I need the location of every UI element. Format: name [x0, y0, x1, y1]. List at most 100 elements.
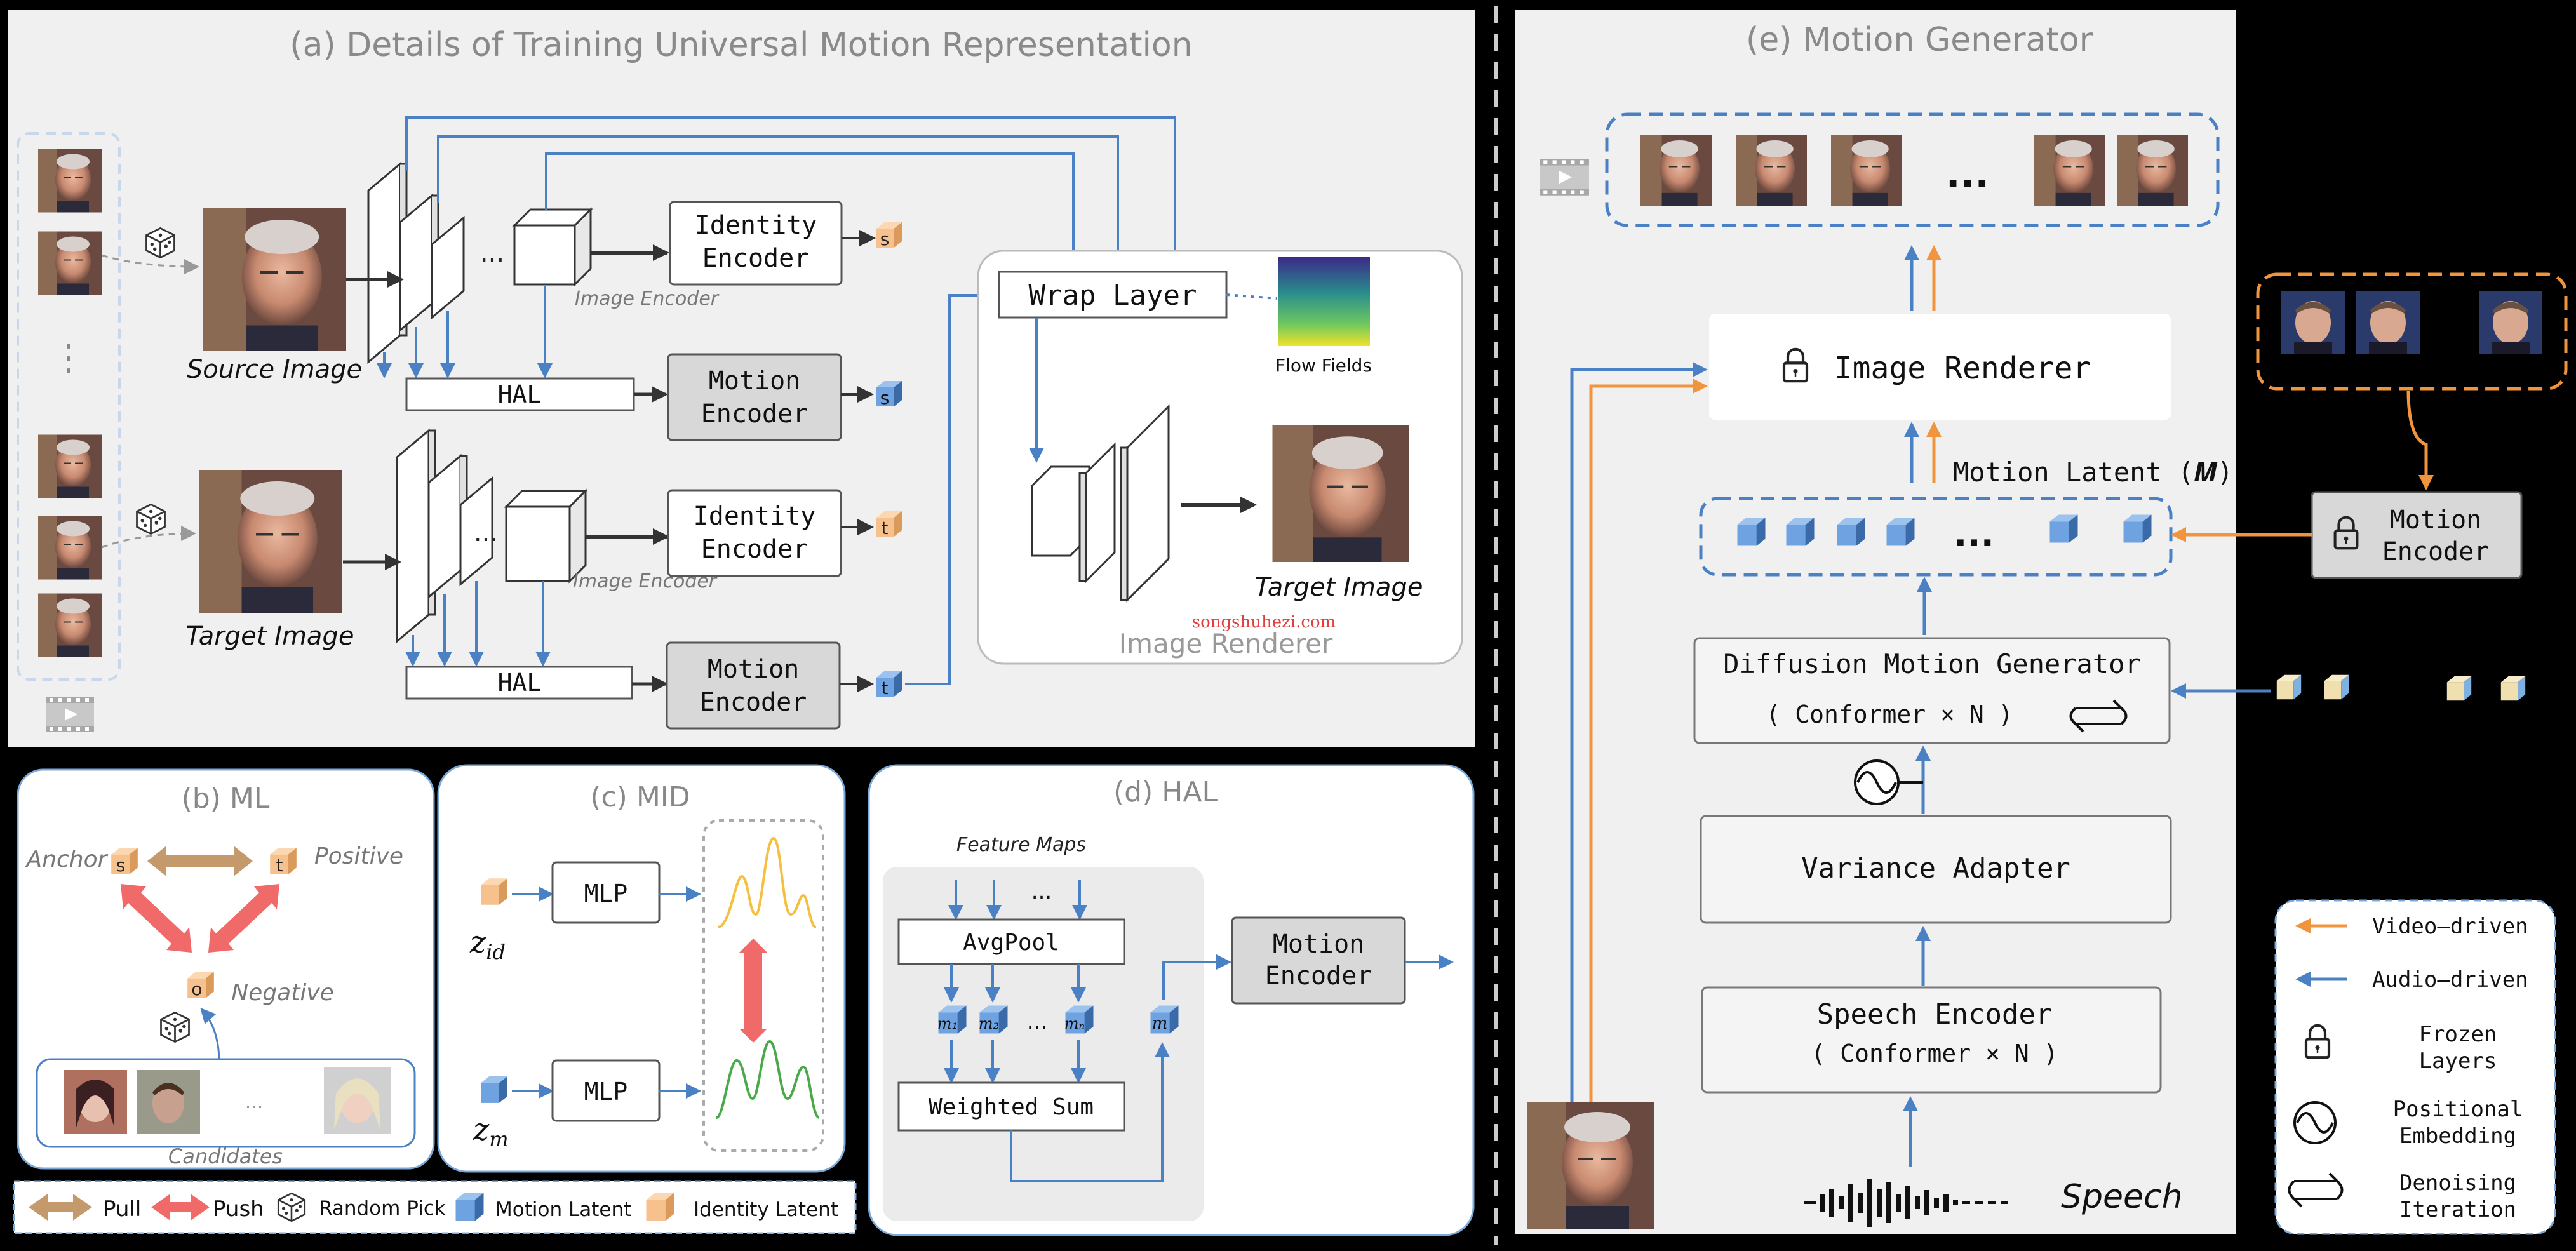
legend-denoising-icon — [2288, 1172, 2344, 1208]
identity-encoder-top-label-1: Identity — [695, 211, 817, 240]
token-t: t — [276, 855, 283, 876]
hal-top-label: HAL — [498, 380, 542, 408]
output-frame — [1831, 135, 1902, 206]
variance-adapter-label: Variance Adapter — [1801, 852, 2070, 885]
video-icon — [46, 697, 94, 732]
frame-vdots: ⋮ — [51, 337, 86, 378]
identity-latent-cube — [481, 878, 507, 905]
legend-audio-driven-label: Audio–driven — [2372, 967, 2528, 993]
motion-encoder-top-label-2: Encoder — [701, 399, 808, 429]
z-m-label: zm — [473, 1112, 509, 1151]
legend-positional-label-1: Positional — [2393, 1097, 2523, 1122]
candidate-face — [324, 1067, 391, 1134]
feature-arrows-top — [377, 286, 553, 378]
token-s: s — [880, 229, 890, 250]
motion-encoder-top — [667, 353, 842, 441]
token-s: s — [880, 387, 890, 408]
watermark: songshuhezi.com — [1192, 613, 1336, 632]
legend-video-driven-label: Video–driven — [2372, 914, 2528, 939]
frame-thumbnail — [38, 148, 102, 213]
identity-encoder-top — [669, 201, 843, 286]
speech-encoder-conformer-label: ( Conformer × N ) — [1811, 1040, 2058, 1067]
motion-latent-cube — [1886, 518, 1915, 546]
candidate-face — [137, 1070, 200, 1134]
push-arrow-anchor — [121, 884, 192, 953]
panel-c: (c) MID zid MLP zm MLP — [437, 764, 846, 1173]
speech-label: Speech — [2061, 1178, 2183, 1216]
speech-encoder — [1701, 986, 2162, 1094]
avgpool-arrows — [944, 964, 1086, 1003]
legend-motion-latent-icon — [455, 1193, 484, 1221]
candidates-dots: ... — [245, 1091, 264, 1113]
token-s: s — [116, 855, 126, 876]
mlp-motion-label: MLP — [584, 1078, 628, 1106]
output-frame — [2034, 135, 2105, 206]
wrap-layer — [998, 271, 1228, 319]
motion-encoder-top-label-1: Motion — [709, 366, 801, 396]
panel-d: (d) HAL Feature Maps ... AvgPool m₁ m₂ .… — [868, 764, 1475, 1236]
output-frame — [1736, 135, 1807, 206]
e-motion-encoder-label-2: Encoder — [2382, 537, 2490, 566]
negative-label: Negative — [231, 980, 334, 1006]
anchor-label: Anchor — [25, 846, 109, 873]
image-encoder-bottom: ... — [396, 428, 588, 644]
flow-fields-label: Flow Fields — [1275, 355, 1372, 376]
mn-label: mₙ — [1064, 1015, 1085, 1033]
driving-video-frame — [2281, 291, 2345, 354]
wrap-layer-label: Wrap Layer — [1029, 279, 1197, 312]
random-pick-icon — [136, 504, 166, 535]
identity-distribution-curve — [717, 836, 817, 928]
motion-latent-label: Motion Latent (𝑴) — [1953, 457, 2233, 488]
output-frames-box — [1605, 112, 2220, 227]
m-arrows — [944, 1040, 1086, 1083]
feature-map-arrows — [948, 880, 1087, 920]
legend-positional-icon — [2293, 1101, 2337, 1144]
panel-b-title: (b) ML — [182, 782, 270, 815]
feature-arrows-bottom — [405, 581, 551, 667]
motion-latent-cube — [1737, 518, 1766, 546]
frame-thumbnail — [38, 434, 102, 499]
frame-thumbnail — [38, 231, 102, 296]
driving-video-frame — [2356, 291, 2420, 354]
token-t: t — [882, 518, 889, 539]
legend-frozen-label-1: Frozen — [2419, 1022, 2497, 1047]
panel-d-title: (d) HAL — [1113, 776, 1218, 808]
target-image-right — [1273, 425, 1409, 562]
push-arrow-positive — [208, 884, 279, 953]
speech-encoder-label: Speech Encoder — [1817, 998, 2053, 1031]
motion-latent-cube — [1786, 518, 1815, 546]
pick-arrow-target — [101, 526, 196, 549]
legend-denoising-label-1: Denoising — [2399, 1170, 2516, 1196]
panel-b: (b) ML Anchor Positive Negative s t o ..… — [17, 768, 435, 1170]
positive-label: Positive — [314, 843, 403, 869]
flow-link — [1226, 293, 1277, 300]
variance-adapter — [1700, 815, 2172, 924]
driving-video-box — [2256, 272, 2568, 391]
m-label: m — [1152, 1014, 1168, 1033]
legend-random-pick-icon — [277, 1192, 306, 1222]
panel-a-title: (a) Details of Training Universal Motion… — [290, 26, 1192, 64]
audio-feature-cube — [2324, 674, 2349, 700]
encoder-dots: ... — [480, 239, 504, 268]
panel-e-title: (e) Motion Generator — [1746, 21, 2093, 59]
decoder-stack — [1031, 404, 1170, 603]
source-to-renderer-video — [1589, 378, 1708, 1102]
right-legend: Video–driven Audio–driven Frozen Layers … — [2274, 899, 2556, 1235]
identity-encoder-bottom — [667, 489, 842, 577]
positive-cube — [270, 848, 297, 874]
feature-dots: ... — [1031, 879, 1052, 904]
denoising-icon — [2069, 699, 2128, 733]
motion-latent-cube — [2049, 514, 2078, 543]
legend-frozen-label-2: Layers — [2419, 1048, 2497, 1074]
mlp-identity — [551, 861, 661, 924]
motion-latent-cube — [2123, 514, 2152, 543]
hal-bottom — [405, 666, 633, 700]
motion-encoder-bottom — [666, 641, 841, 730]
legend-identity-latent-label: Identity Latent — [694, 1198, 838, 1221]
identity-encoder-bottom-label-1: Identity — [694, 502, 816, 531]
push-arrow-distribution — [739, 939, 767, 1043]
audio-feature-cube — [2500, 676, 2526, 701]
hal-bottom-label: HAL — [498, 669, 542, 697]
legend-denoising-label-2: Iteration — [2399, 1197, 2516, 1222]
video-driven-branch: Motion Encoder — [2171, 272, 2568, 701]
